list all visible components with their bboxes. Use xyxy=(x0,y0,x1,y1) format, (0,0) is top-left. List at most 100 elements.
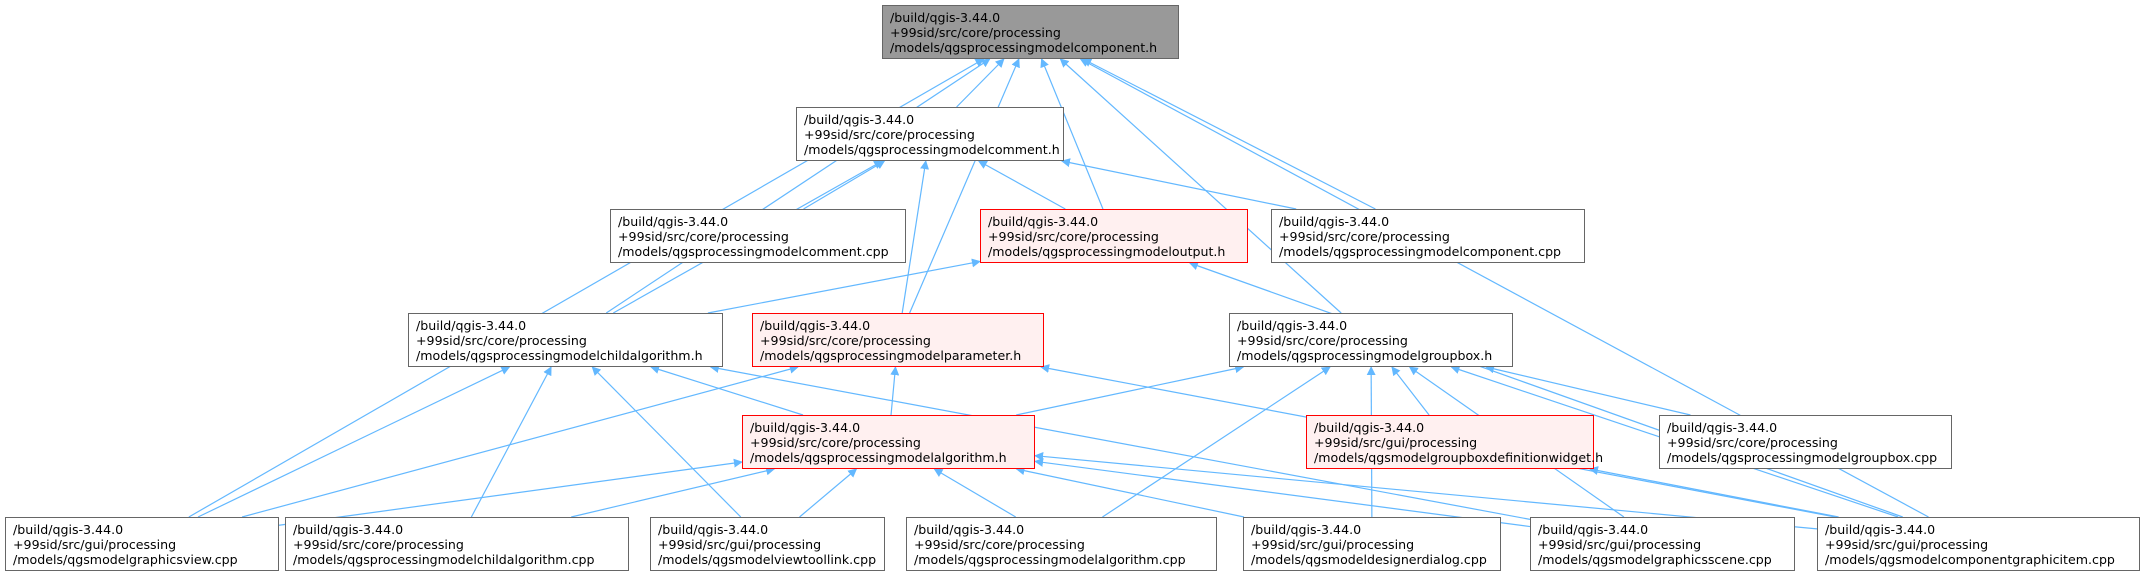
include-edge-designerdialog-cpp-to-algorithm-h xyxy=(1015,466,1245,518)
node-label-line: +99sid/src/gui/processing xyxy=(13,537,177,552)
node-label-line: /build/qgis-3.44.0 xyxy=(1825,522,1936,537)
include-edge-graphicsview-cpp-to-parameter-h xyxy=(241,364,799,518)
file-node-graphicsview-cpp[interactable]: /build/qgis-3.44.0+99sid/src/gui/process… xyxy=(5,517,279,571)
node-label-line: /build/qgis-3.44.0 xyxy=(1237,318,1348,333)
file-node-graphicsscene-cpp[interactable]: /build/qgis-3.44.0+99sid/src/gui/process… xyxy=(1530,517,1795,571)
node-label-line: /models/qgsprocessingmodelcomponent.h xyxy=(890,40,1158,55)
node-label-line: /models/qgsprocessingmodelgroupbox.cpp xyxy=(1667,450,1938,465)
file-node-groupbox-h[interactable]: /build/qgis-3.44.0+99sid/src/core/proces… xyxy=(1229,313,1513,367)
file-node-comment-h[interactable]: /build/qgis-3.44.0+99sid/src/core/proces… xyxy=(796,107,1064,161)
node-label-line: /build/qgis-3.44.0 xyxy=(416,318,527,333)
include-edge-algorithm-h-to-groupbox-h xyxy=(1016,364,1245,416)
node-label-line: /models/qgsmodelcomponentgraphicitem.cpp xyxy=(1825,552,2115,567)
node-label-line: /build/qgis-3.44.0 xyxy=(988,214,1099,229)
node-label-line: /models/qgsmodeldesignerdialog.cpp xyxy=(1251,552,1487,567)
include-edge-graphicsscene-cpp-to-algorithm-h xyxy=(1034,457,1531,528)
node-label-line: /models/qgsprocessingmodelcomment.h xyxy=(804,142,1060,157)
file-node-componentgraphicitem-cpp[interactable]: /build/qgis-3.44.0+99sid/src/gui/process… xyxy=(1817,517,2140,571)
node-label-line: /build/qgis-3.44.0 xyxy=(760,318,871,333)
node-label-line: /models/qgsprocessingmodelparameter.h xyxy=(760,348,1022,363)
node-label-line: /build/qgis-3.44.0 xyxy=(1667,420,1778,435)
include-edge-childalg-h-to-output-h xyxy=(707,258,981,314)
node-label-line: /models/qgsprocessingmodelalgorithm.cpp xyxy=(914,552,1186,567)
file-node-parameter-h[interactable]: /build/qgis-3.44.0+99sid/src/core/proces… xyxy=(752,313,1044,367)
file-node-component-h[interactable]: /build/qgis-3.44.0+99sid/src/core/proces… xyxy=(882,5,1179,59)
node-label-line: /build/qgis-3.44.0 xyxy=(750,420,861,435)
include-edge-viewtoollink-cpp-to-algorithm-h xyxy=(799,468,858,518)
node-label-line: +99sid/src/core/processing xyxy=(988,229,1159,244)
node-label-line: +99sid/src/core/processing xyxy=(750,435,921,450)
file-node-childalg-h[interactable]: /build/qgis-3.44.0+99sid/src/core/proces… xyxy=(408,313,723,367)
node-label-line: /build/qgis-3.44.0 xyxy=(618,214,729,229)
node-label-line: +99sid/src/core/processing xyxy=(1237,333,1408,348)
file-node-comment-cpp[interactable]: /build/qgis-3.44.0+99sid/src/core/proces… xyxy=(610,209,906,263)
node-label-line: +99sid/src/core/processing xyxy=(804,127,975,142)
node-label-line: +99sid/src/core/processing xyxy=(416,333,587,348)
include-edge-algorithm-h-to-childalg-h xyxy=(650,365,804,416)
node-label-line: +99sid/src/gui/processing xyxy=(1251,537,1415,552)
node-label-line: /models/qgsprocessingmodelchildalgorithm… xyxy=(293,552,595,567)
node-label-line: +99sid/src/core/processing xyxy=(890,25,1061,40)
file-node-groupbox-cpp[interactable]: /build/qgis-3.44.0+99sid/src/core/proces… xyxy=(1659,415,1952,469)
include-edge-groupbox-cpp-to-groupbox-h xyxy=(1485,364,1691,416)
include-edge-componentgraphicitem-cpp-to-output-h xyxy=(1188,261,1903,518)
file-node-algorithm-h[interactable]: /build/qgis-3.44.0+99sid/src/core/proces… xyxy=(742,415,1035,469)
node-label-line: +99sid/src/core/processing xyxy=(1279,229,1450,244)
node-label-line: /models/qgsmodelgroupboxdefinitionwidget… xyxy=(1314,450,1604,465)
file-node-output-h[interactable]: /build/qgis-3.44.0+99sid/src/core/proces… xyxy=(980,209,1248,263)
include-edge-comment-h-to-component-h xyxy=(956,58,1005,108)
include-edge-componentgraphicitem-cpp-to-groupboxdef-h xyxy=(1589,466,1839,518)
node-label-line: +99sid/src/gui/processing xyxy=(1538,537,1702,552)
include-edge-algorithm-cpp-to-groupbox-h xyxy=(1102,366,1331,518)
include-edge-component-cpp-to-component-h xyxy=(1082,58,1376,210)
node-label-line: /models/qgsprocessingmodelgroupbox.h xyxy=(1237,348,1493,363)
include-edge-algorithm-cpp-to-algorithm-h xyxy=(933,468,1017,518)
file-node-viewtoollink-cpp[interactable]: /build/qgis-3.44.0+99sid/src/gui/process… xyxy=(650,517,885,571)
node-label-line: /build/qgis-3.44.0 xyxy=(1251,522,1362,537)
node-label-line: /models/qgsprocessingmodelalgorithm.h xyxy=(750,450,1007,465)
include-edge-graphicsview-cpp-to-childalg-h xyxy=(197,366,511,518)
node-label-line: /build/qgis-3.44.0 xyxy=(658,522,769,537)
node-label-line: +99sid/src/core/processing xyxy=(1667,435,1838,450)
file-node-childalg-cpp[interactable]: /build/qgis-3.44.0+99sid/src/core/proces… xyxy=(285,517,629,571)
include-edge-groupbox-h-to-component-h xyxy=(1059,58,1342,314)
node-label-line: /build/qgis-3.44.0 xyxy=(804,112,915,127)
node-label-line: /models/qgsmodelgraphicsscene.cpp xyxy=(1538,552,1772,567)
node-label-line: /models/qgsprocessingmodelchildalgorithm… xyxy=(416,348,703,363)
include-edge-parameter-h-to-comment-h xyxy=(901,160,930,314)
include-edge-groupboxdef-h-to-groupbox-h xyxy=(1391,366,1430,416)
include-edge-childalg-cpp-to-algorithm-h xyxy=(571,466,776,518)
node-label-line: /build/qgis-3.44.0 xyxy=(890,10,1001,25)
include-edge-algorithm-h-to-parameter-h xyxy=(890,366,900,416)
file-node-algorithm-cpp[interactable]: /build/qgis-3.44.0+99sid/src/core/proces… xyxy=(906,517,1217,571)
node-label-line: +99sid/src/gui/processing xyxy=(1314,435,1478,450)
node-label-line: /models/qgsprocessingmodelcomment.cpp xyxy=(618,244,889,259)
node-label-line: /build/qgis-3.44.0 xyxy=(1279,214,1390,229)
node-label-line: +99sid/src/core/processing xyxy=(760,333,931,348)
file-node-groupboxdef-h[interactable]: /build/qgis-3.44.0+99sid/src/gui/process… xyxy=(1306,415,1604,469)
file-node-component-cpp[interactable]: /build/qgis-3.44.0+99sid/src/core/proces… xyxy=(1271,209,1585,263)
node-label-line: /models/qgsmodelgraphicsview.cpp xyxy=(13,552,238,567)
include-edge-comment-cpp-to-comment-h xyxy=(803,160,886,210)
include-edge-childalg-cpp-to-childalg-h xyxy=(470,366,552,518)
node-label-line: /models/qgsprocessingmodelcomponent.cpp xyxy=(1279,244,1562,259)
node-label-line: /models/qgsprocessingmodeloutput.h xyxy=(988,244,1226,259)
include-edge-graphicsview-cpp-to-algorithm-h xyxy=(278,458,743,526)
node-label-line: /models/qgsmodelviewtoollink.cpp xyxy=(658,552,877,567)
node-label-line: +99sid/src/gui/processing xyxy=(1825,537,1989,552)
include-edge-output-h-to-component-h xyxy=(1040,58,1104,210)
node-label-line: /build/qgis-3.44.0 xyxy=(13,522,124,537)
node-label-line: +99sid/src/gui/processing xyxy=(658,537,822,552)
include-edge-viewtoollink-cpp-to-childalg-h xyxy=(591,366,742,518)
include-edge-output-h-to-comment-h xyxy=(977,160,1066,210)
node-label-line: /build/qgis-3.44.0 xyxy=(293,522,404,537)
include-edge-graphicsscene-cpp-to-childalg-h xyxy=(709,364,1531,520)
node-label-line: +99sid/src/core/processing xyxy=(914,537,1085,552)
node-label-line: +99sid/src/core/processing xyxy=(293,537,464,552)
include-edge-componentgraphicitem-cpp-to-algorithm-h xyxy=(1034,451,1818,530)
node-label-line: /build/qgis-3.44.0 xyxy=(1314,420,1425,435)
file-node-designerdialog-cpp[interactable]: /build/qgis-3.44.0+99sid/src/gui/process… xyxy=(1243,517,1501,571)
include-edge-parameter-h-to-component-h xyxy=(909,58,1020,314)
